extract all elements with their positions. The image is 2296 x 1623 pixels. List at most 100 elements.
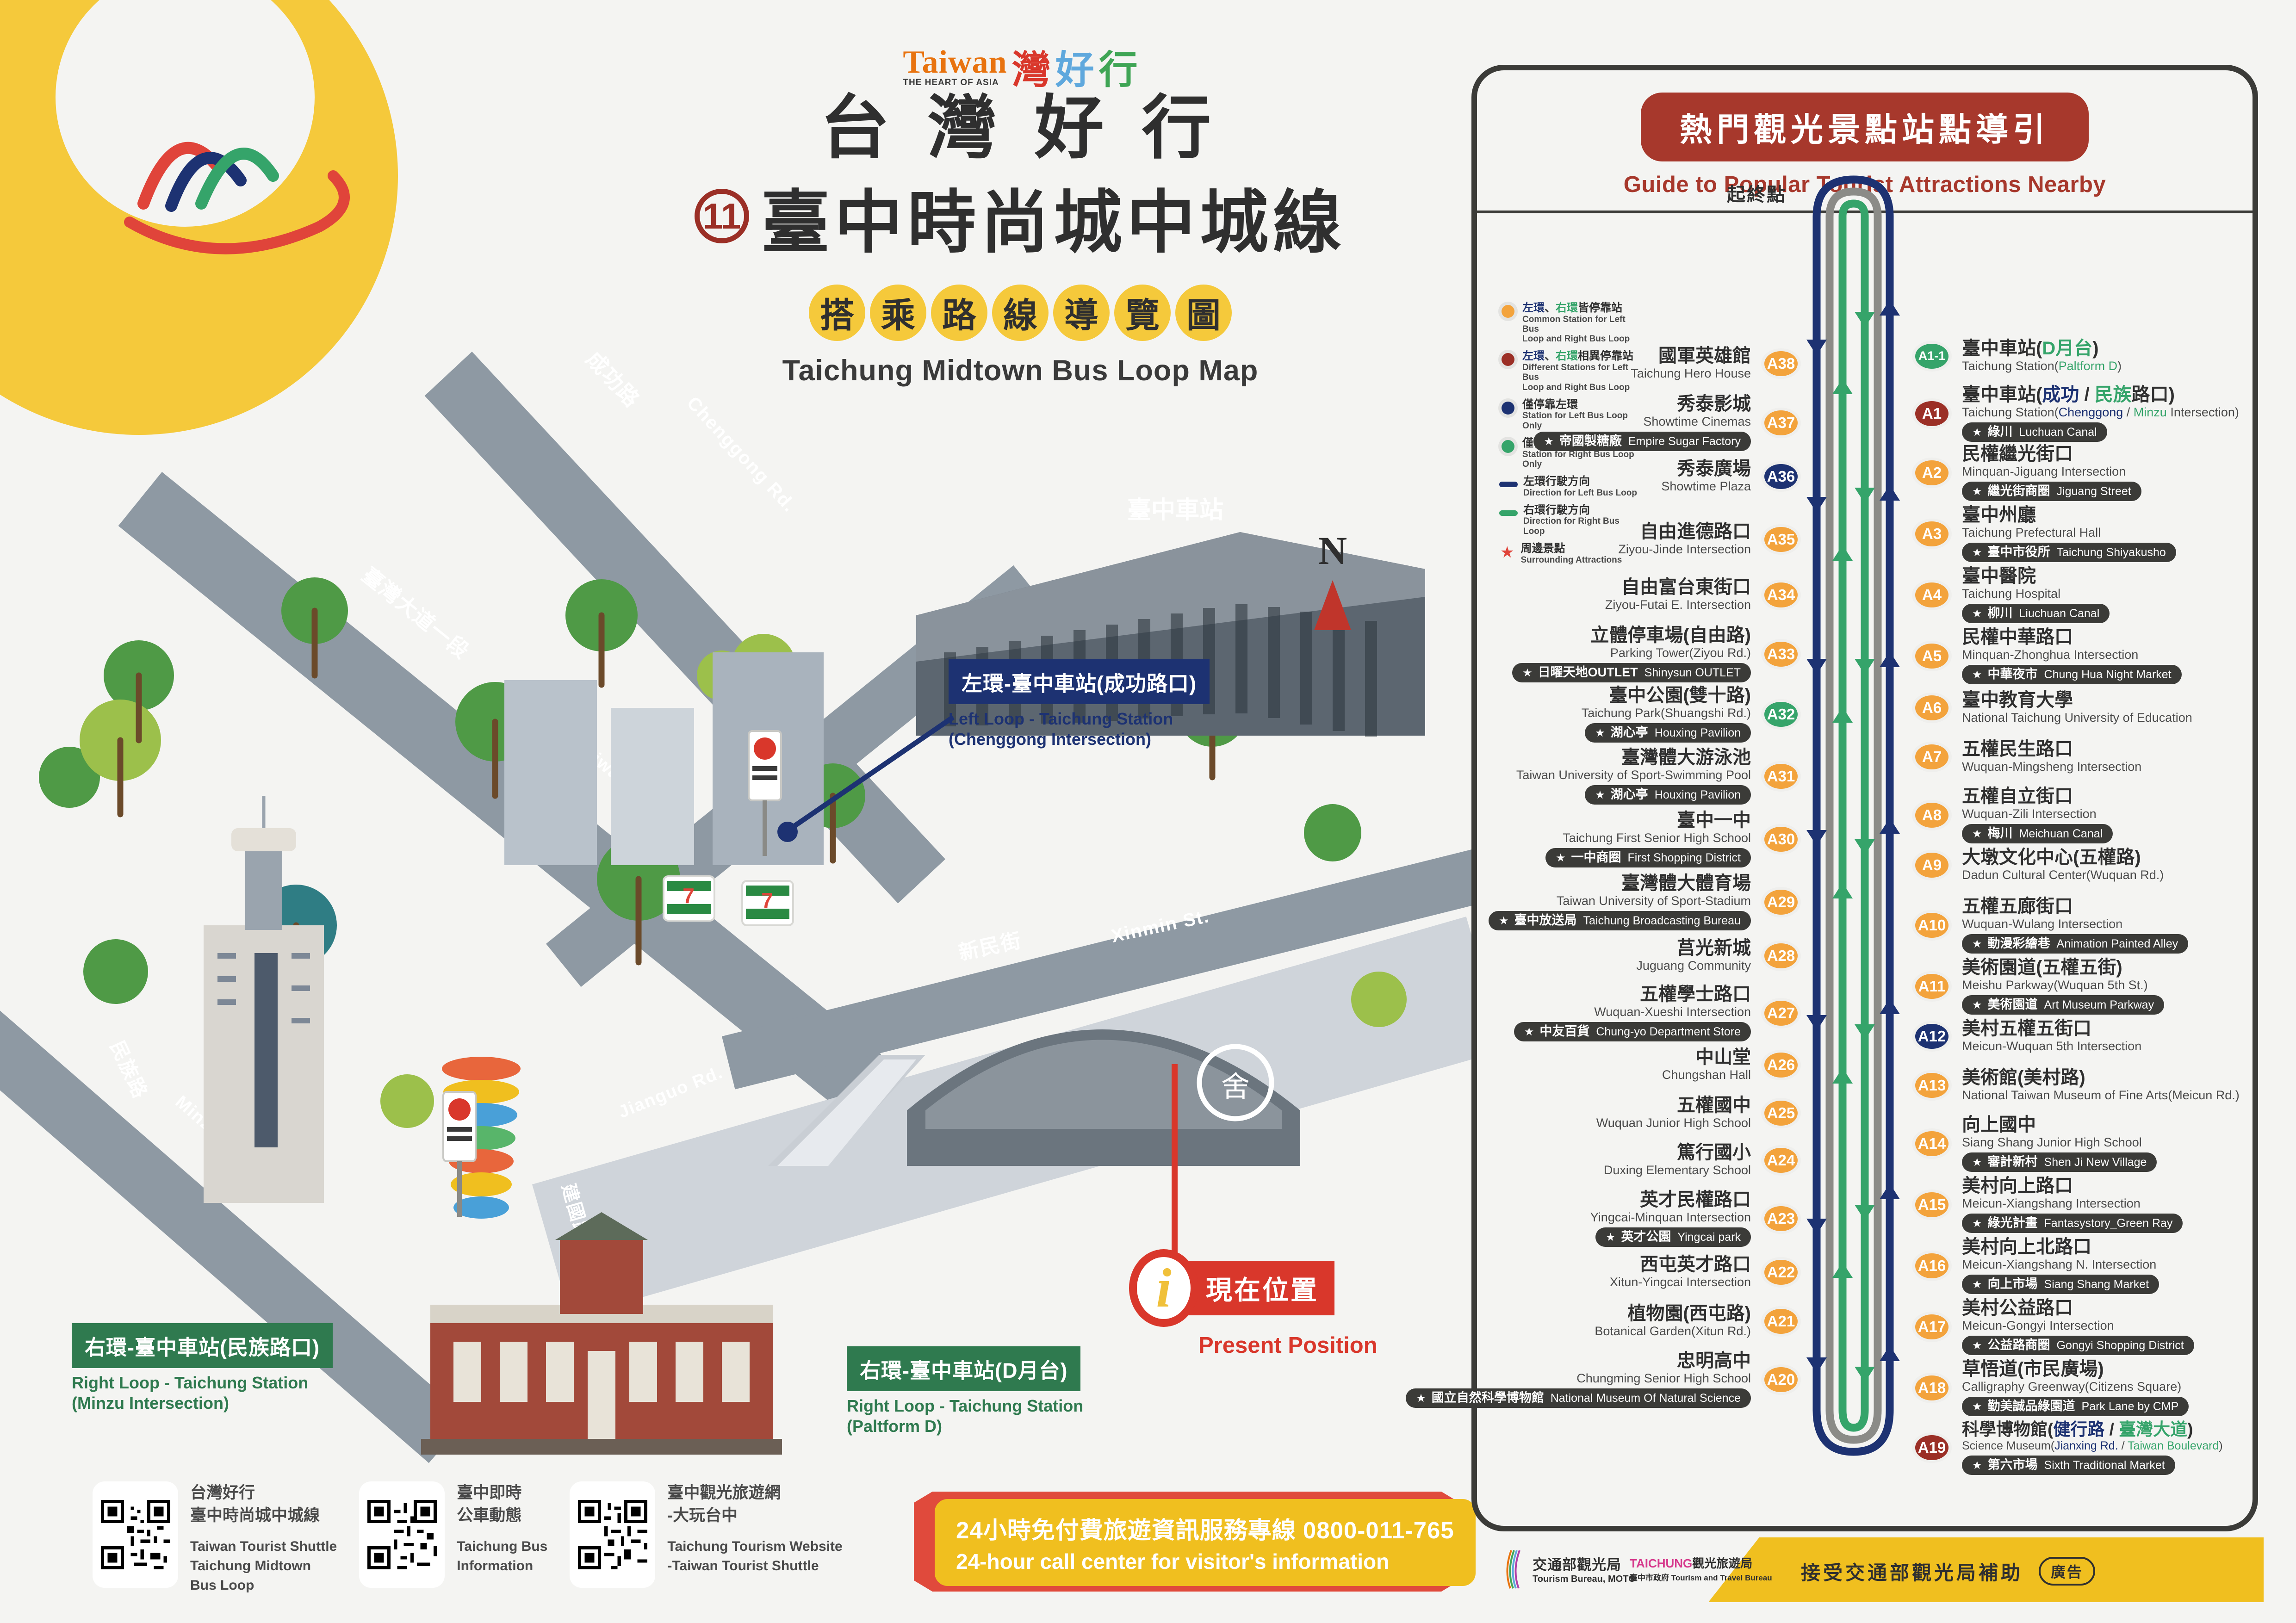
station-code-badge[interactable]: A3 [1912, 518, 1952, 549]
station-row-a3[interactable]: A3 臺中州廳 Taichung Prefectural Hall ★臺中市役所… [1912, 505, 2176, 563]
station-code-badge[interactable]: A14 [1912, 1128, 1952, 1159]
station-code-badge[interactable]: A38 [1761, 348, 1801, 379]
station-code-badge[interactable]: A22 [1761, 1257, 1801, 1288]
route-number-badge: 11 [695, 189, 749, 243]
station-row-a2[interactable]: A2 民權繼光街口 Minquan-Jiguang Intersection ★… [1912, 444, 2141, 502]
station-code-badge[interactable]: A2 [1912, 457, 1952, 488]
station-row-a23[interactable]: 英才民權路口 Yingcai-Minquan Intersection ★英才公… [1477, 1190, 1801, 1247]
station-row-a20[interactable]: 忠明高中 Chungming Senior High School ★國立自然科… [1406, 1351, 1801, 1408]
station-code-badge[interactable]: A11 [1912, 971, 1952, 1002]
station-row-a28[interactable]: 莒光新城 Juguang Community A28 [1477, 938, 1801, 973]
station-code-badge[interactable]: A32 [1761, 699, 1801, 730]
legend-en-1: Surrounding Attractions [1520, 555, 1622, 565]
qr-code-box[interactable] [93, 1481, 178, 1588]
station-code-badge[interactable]: A9 [1912, 849, 1952, 880]
station-code-badge[interactable]: A10 [1912, 910, 1952, 941]
station-code-badge[interactable]: A8 [1912, 799, 1952, 830]
station-code-badge[interactable]: A4 [1912, 579, 1952, 610]
station-code-badge[interactable]: A19 [1912, 1432, 1952, 1463]
station-code-badge[interactable]: A15 [1912, 1189, 1952, 1220]
station-row-a29[interactable]: 臺灣體大體育場 Taiwan University of Sport-Stadi… [1477, 873, 1801, 931]
station-row-a14[interactable]: A14 向上國中 Siang Shang Junior High School … [1912, 1115, 2157, 1172]
station-row-a6[interactable]: A6 臺中教育大學 National Taichung University o… [1912, 690, 2192, 725]
station-row-a38[interactable]: 國軍英雄館 Taichung Hero House A38 [1477, 346, 1801, 381]
station-code-badge[interactable]: A30 [1761, 824, 1801, 855]
station-row-a30[interactable]: 臺中一中 Taichung First Senior High School ★… [1477, 811, 1801, 868]
qr-code-box[interactable] [359, 1481, 445, 1588]
station-row-a22[interactable]: 西屯英才路口 Xitun-Yingcai Intersection A22 [1477, 1255, 1801, 1289]
station-row-a11[interactable]: A11 美術園道(五權五街) Meishu Parkway(Wuquan 5th… [1912, 958, 2165, 1015]
station-row-a1-1[interactable]: A1-1 臺中車站(D月台) Taichung Station(Paltform… [1912, 339, 2122, 373]
station-code-badge[interactable]: A21 [1761, 1306, 1801, 1337]
station-row-a21[interactable]: 植物園(西屯路) Botanical Garden(Xitun Rd.) A21 [1477, 1304, 1801, 1338]
station-code-badge[interactable]: A18 [1912, 1372, 1952, 1403]
information-icon: i [1129, 1249, 1198, 1327]
station-code-badge[interactable]: A37 [1761, 407, 1801, 438]
station-row-a18[interactable]: A18 草悟道(市民廣場) Calligraphy Greenway(Citiz… [1912, 1359, 2189, 1417]
station-row-a10[interactable]: A10 五權五廊街口 Wuquan-Wulang Intersection ★動… [1912, 897, 2189, 954]
qr-item[interactable]: 臺中觀光旅遊網 -大玩台中 Taichung Tourism Website -… [570, 1481, 843, 1588]
station-row-a7[interactable]: A7 五權民生路口 Wuquan-Mingsheng Intersection [1912, 739, 2141, 774]
attraction-en: Taichung Broadcasting Bureau [1583, 914, 1741, 928]
station-code-badge[interactable]: A36 [1761, 461, 1801, 492]
star-icon: ★ [1972, 938, 1982, 951]
station-code-badge[interactable]: A1 [1912, 398, 1952, 429]
station-code-badge[interactable]: A16 [1912, 1250, 1952, 1281]
station-row-a13[interactable]: A13 美術館(美村路) National Taiwan Museum of F… [1912, 1068, 2240, 1103]
station-row-a35[interactable]: 自由進德路口 Ziyou-Jinde Intersection A35 [1477, 522, 1801, 557]
qr-item[interactable]: 臺中即時 公車動態 Taichung Bus Information [359, 1481, 547, 1588]
station-code-badge[interactable]: A17 [1912, 1311, 1952, 1342]
station-row-a17[interactable]: A17 美村公益路口 Meicun-Gongyi Intersection ★公… [1912, 1298, 2194, 1356]
attraction-cn: 梅川 [1987, 826, 2013, 841]
station-code-badge[interactable]: A7 [1912, 741, 1952, 772]
station-row-a16[interactable]: A16 美村向上北路口 Meicun-Xiangshang N. Interse… [1912, 1237, 2159, 1295]
station-row-a24[interactable]: 篤行國小 Duxing Elementary School A24 [1477, 1143, 1801, 1177]
station-code-badge[interactable]: A13 [1912, 1070, 1952, 1101]
station-code-badge[interactable]: A24 [1761, 1145, 1801, 1176]
station-code-badge[interactable]: A34 [1761, 579, 1801, 610]
station-row-a12[interactable]: A12 美村五權五街口 Meicun-Wuquan 5th Intersecti… [1912, 1019, 2141, 1053]
station-row-a32[interactable]: 臺中公園(雙十路) Taichung Park(Shuangshi Rd.) ★… [1477, 686, 1801, 743]
station-text: 篤行國小 Duxing Elementary School [1604, 1143, 1751, 1177]
qr-item[interactable]: 台灣好行 臺中時尚城中城線 Taiwan Tourist Shuttle Tai… [93, 1481, 337, 1595]
station-text: 立體停車場(自由路) Parking Tower(Ziyou Rd.) ★日曜天… [1512, 626, 1751, 683]
station-row-a33[interactable]: 立體停車場(自由路) Parking Tower(Ziyou Rd.) ★日曜天… [1477, 626, 1801, 683]
station-code-badge[interactable]: A6 [1912, 692, 1952, 723]
station-code-badge[interactable]: A1-1 [1912, 341, 1952, 372]
station-row-a34[interactable]: 自由富台東街口 Ziyou-Futai E. Intersection A34 [1477, 577, 1801, 612]
station-code-badge[interactable]: A20 [1761, 1364, 1801, 1395]
station-code-badge[interactable]: A26 [1761, 1049, 1801, 1080]
star-icon: ★ [1972, 485, 1982, 498]
station-code-badge[interactable]: A31 [1761, 761, 1801, 792]
station-row-a26[interactable]: 中山堂 Chungshan Hall A26 [1477, 1047, 1801, 1082]
station-row-a9[interactable]: A9 大墩文化中心(五權路) Dadun Cultural Center(Wuq… [1912, 848, 2164, 882]
station-code-badge[interactable]: A12 [1912, 1021, 1952, 1052]
station-code-badge[interactable]: A27 [1761, 997, 1801, 1028]
station-code-badge[interactable]: A28 [1761, 940, 1801, 971]
station-code-badge[interactable]: A29 [1761, 886, 1801, 917]
station-row-a5[interactable]: A5 民權中華路口 Minquan-Zhonghua Intersection … [1912, 627, 2182, 685]
station-code-badge[interactable]: A35 [1761, 524, 1801, 555]
station-row-a1[interactable]: A1 臺中車站(成功 / 民族路口) Taichung Station(Chen… [1912, 385, 2239, 442]
station-code-badge[interactable]: A23 [1761, 1203, 1801, 1234]
qr-code-box[interactable] [570, 1481, 656, 1588]
station-code-badge[interactable]: A25 [1761, 1097, 1801, 1128]
station-row-a36[interactable]: 秀泰廣場 Showtime Plaza A36 [1477, 459, 1801, 494]
svg-text:7: 7 [683, 884, 695, 908]
station-text: 臺中一中 Taichung First Senior High School ★… [1545, 811, 1751, 868]
station-name-cn: 臺灣體大體育場 [1621, 873, 1751, 893]
station-name-en: National Taiwan Museum of Fine Arts(Meic… [1962, 1088, 2240, 1103]
station-code-badge[interactable]: A33 [1761, 638, 1801, 669]
legend-text: 左環、右環皆停靠站 Common Station for Left Bus Lo… [1522, 302, 1637, 344]
station-row-a15[interactable]: A15 美村向上路口 Meicun-Xiangshang Intersectio… [1912, 1176, 2183, 1233]
station-row-a31[interactable]: 臺灣體大游泳池 Taiwan University of Sport-Swimm… [1477, 748, 1801, 805]
station-row-a25[interactable]: 五權國中 Wuquan Junior High School A25 [1477, 1096, 1801, 1130]
station-code-badge[interactable]: A5 [1912, 640, 1952, 671]
station-row-a19[interactable]: A19 科學博物館(健行路 / 臺灣大道) Science Museum(Jia… [1912, 1420, 2223, 1475]
